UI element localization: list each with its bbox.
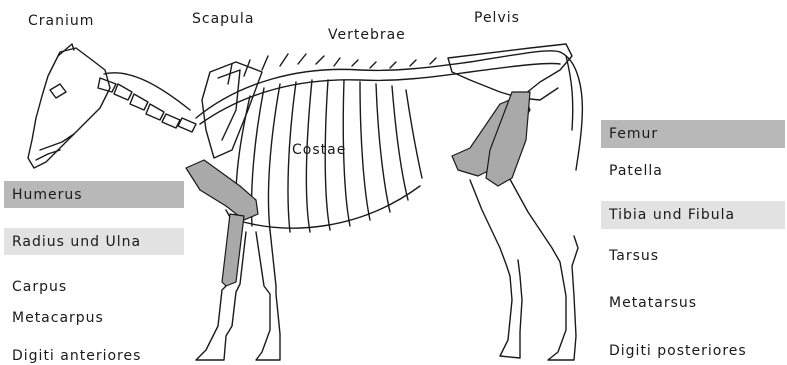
label-patella: Patella xyxy=(609,164,663,178)
label-vertebrae: Vertebrae xyxy=(328,28,406,42)
humerus-bone xyxy=(186,160,258,220)
tail xyxy=(560,52,582,170)
label-costae: Costae xyxy=(292,143,346,157)
scapula-bone xyxy=(202,62,262,158)
label-carpus: Carpus xyxy=(12,280,67,294)
hind-legs xyxy=(470,172,578,360)
label-pelvis: Pelvis xyxy=(474,11,520,25)
label-femur: Femur xyxy=(601,120,785,148)
neck-vertebrae xyxy=(98,73,196,132)
skull xyxy=(28,44,110,168)
label-humerus: Humerus xyxy=(4,181,184,208)
label-digiti-anteriores: Digiti anteriores xyxy=(12,349,141,363)
label-metatarsus: Metatarsus xyxy=(609,296,697,310)
label-tibia-fibula: Tibia und Fibula xyxy=(601,201,785,229)
label-radius-ulna: Radius und Ulna xyxy=(4,228,184,255)
label-scapula: Scapula xyxy=(192,12,254,26)
label-metacarpus: Metacarpus xyxy=(12,311,104,325)
label-tarsus: Tarsus xyxy=(609,249,659,263)
label-digiti-posteriores: Digiti posteriores xyxy=(609,344,747,358)
label-cranium: Cranium xyxy=(28,14,94,28)
